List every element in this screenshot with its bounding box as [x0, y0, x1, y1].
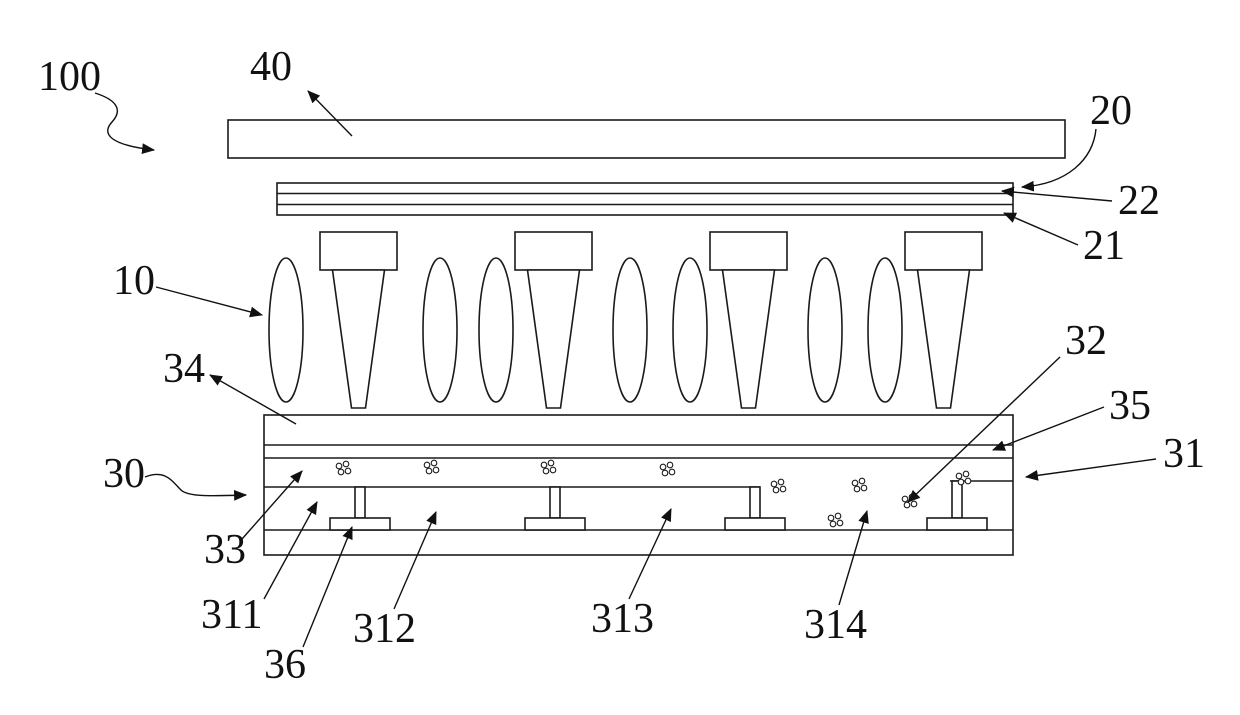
leader-arrow-30: [144, 473, 248, 501]
lens-ellipse-2: [422, 257, 458, 403]
leader-arrow-21: [1003, 212, 1079, 246]
leader-arrow-10: [155, 286, 264, 318]
leader-arrow-36: [302, 525, 353, 648]
leader-arrow-314: [838, 509, 869, 606]
label-311: 311: [201, 592, 262, 638]
light-funnel-2: [514, 231, 593, 409]
film-stack-20: [276, 182, 1014, 216]
pedestal-base: [926, 517, 988, 531]
light-funnel-4: [904, 231, 983, 409]
light-funnel-1: [319, 231, 398, 409]
lens-ellipse-7: [867, 257, 903, 403]
label-10: 10: [113, 258, 155, 304]
leader-arrow-313: [628, 508, 672, 600]
label-21: 21: [1083, 223, 1125, 269]
label-314: 314: [804, 602, 867, 648]
leader-arrow-312: [393, 511, 437, 610]
lens-ellipse-3: [478, 257, 514, 403]
leader-arrow-22: [1000, 186, 1113, 202]
lens-ellipse-5: [672, 257, 708, 403]
label-20: 20: [1090, 88, 1132, 134]
light-funnel-3: [709, 231, 788, 409]
leader-arrow-20: [1020, 128, 1097, 192]
leader-arrow-34: [209, 374, 297, 425]
lens-ellipse-4: [612, 257, 648, 403]
film-stack-outline: [276, 182, 1014, 216]
leader-arrow-311: [263, 501, 318, 600]
label-36: 36: [264, 642, 306, 688]
label-35: 35: [1109, 383, 1151, 429]
assembly-outline: [263, 414, 1014, 556]
label-40: 40: [250, 44, 292, 90]
label-312: 312: [353, 606, 416, 652]
leader-arrow-31: [1024, 458, 1157, 481]
lens-ellipse-1: [268, 257, 304, 403]
label-34: 34: [163, 346, 205, 392]
leader-arrow-100: [94, 92, 156, 155]
substrate-assembly-30: [263, 414, 1014, 556]
label-30: 30: [103, 451, 145, 497]
top-plate-40: [227, 119, 1066, 159]
label-32: 32: [1065, 318, 1107, 364]
leader-arrow-32: [907, 356, 1061, 503]
label-22: 22: [1118, 178, 1160, 224]
leader-arrow-40: [307, 90, 353, 137]
pedestal-4: [926, 480, 988, 531]
label-100: 100: [38, 54, 101, 100]
label-31: 31: [1163, 431, 1205, 477]
label-33: 33: [204, 527, 246, 573]
label-313: 313: [591, 596, 654, 642]
leader-arrow-35: [991, 406, 1105, 451]
lens-ellipse-6: [807, 257, 843, 403]
pedestal-stem: [951, 480, 963, 519]
leader-arrow-33: [241, 470, 303, 540]
